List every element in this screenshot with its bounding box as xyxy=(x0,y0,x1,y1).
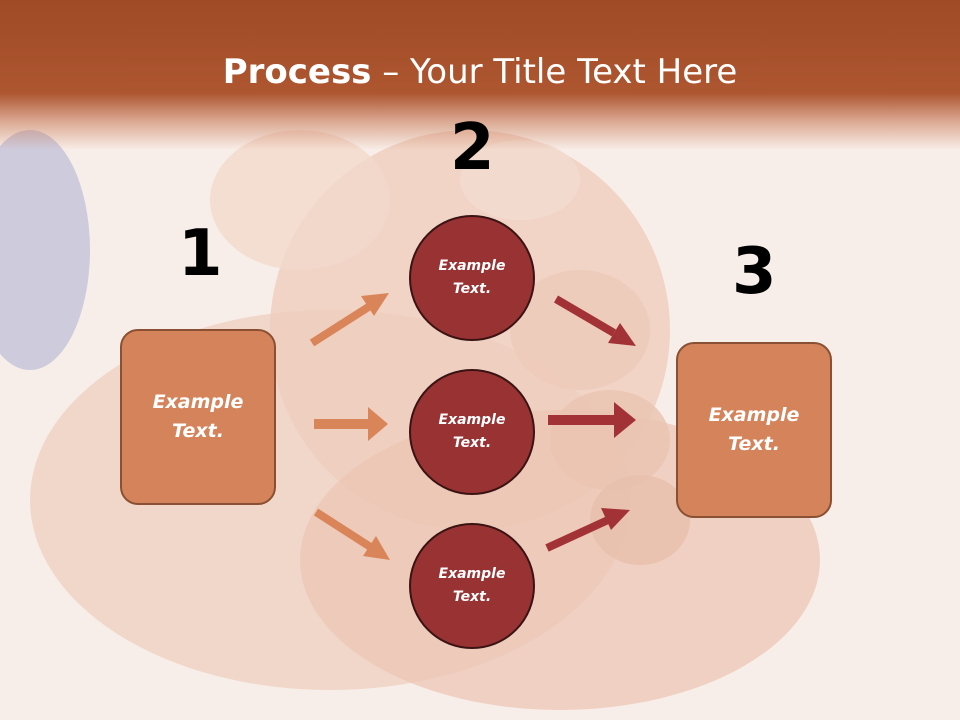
circle-bottom-line1: Example xyxy=(438,566,506,582)
slide-title: Process – Your Title Text Here xyxy=(0,52,960,92)
title-band xyxy=(0,0,960,150)
circle-bottom-line2: Text. xyxy=(452,589,492,605)
title-bold: Process xyxy=(222,52,372,92)
title-rest: – Your Title Text Here xyxy=(371,52,738,92)
left-box-line2: Text. xyxy=(172,420,224,442)
step-number-1: 1 xyxy=(178,217,223,291)
circle-middle-line1: Example xyxy=(438,412,506,428)
arrow-left-bottom xyxy=(313,508,390,560)
arrow-right-middle xyxy=(548,402,636,438)
arrow-left-top xyxy=(309,293,389,347)
arrow-right-top xyxy=(553,295,636,346)
right-box-line1: Example xyxy=(708,404,800,426)
right-box-line2: Text. xyxy=(728,433,780,455)
circle-top-line2: Text. xyxy=(452,281,492,297)
arrow-left-middle xyxy=(314,407,388,441)
circle-top-line1: Example xyxy=(438,258,506,274)
circle-middle-line2: Text. xyxy=(452,435,492,451)
arrow-right-bottom xyxy=(545,508,630,552)
left-box-line1: Example xyxy=(152,391,244,413)
step-number-2: 2 xyxy=(450,111,495,185)
step-number-3: 3 xyxy=(732,235,777,309)
